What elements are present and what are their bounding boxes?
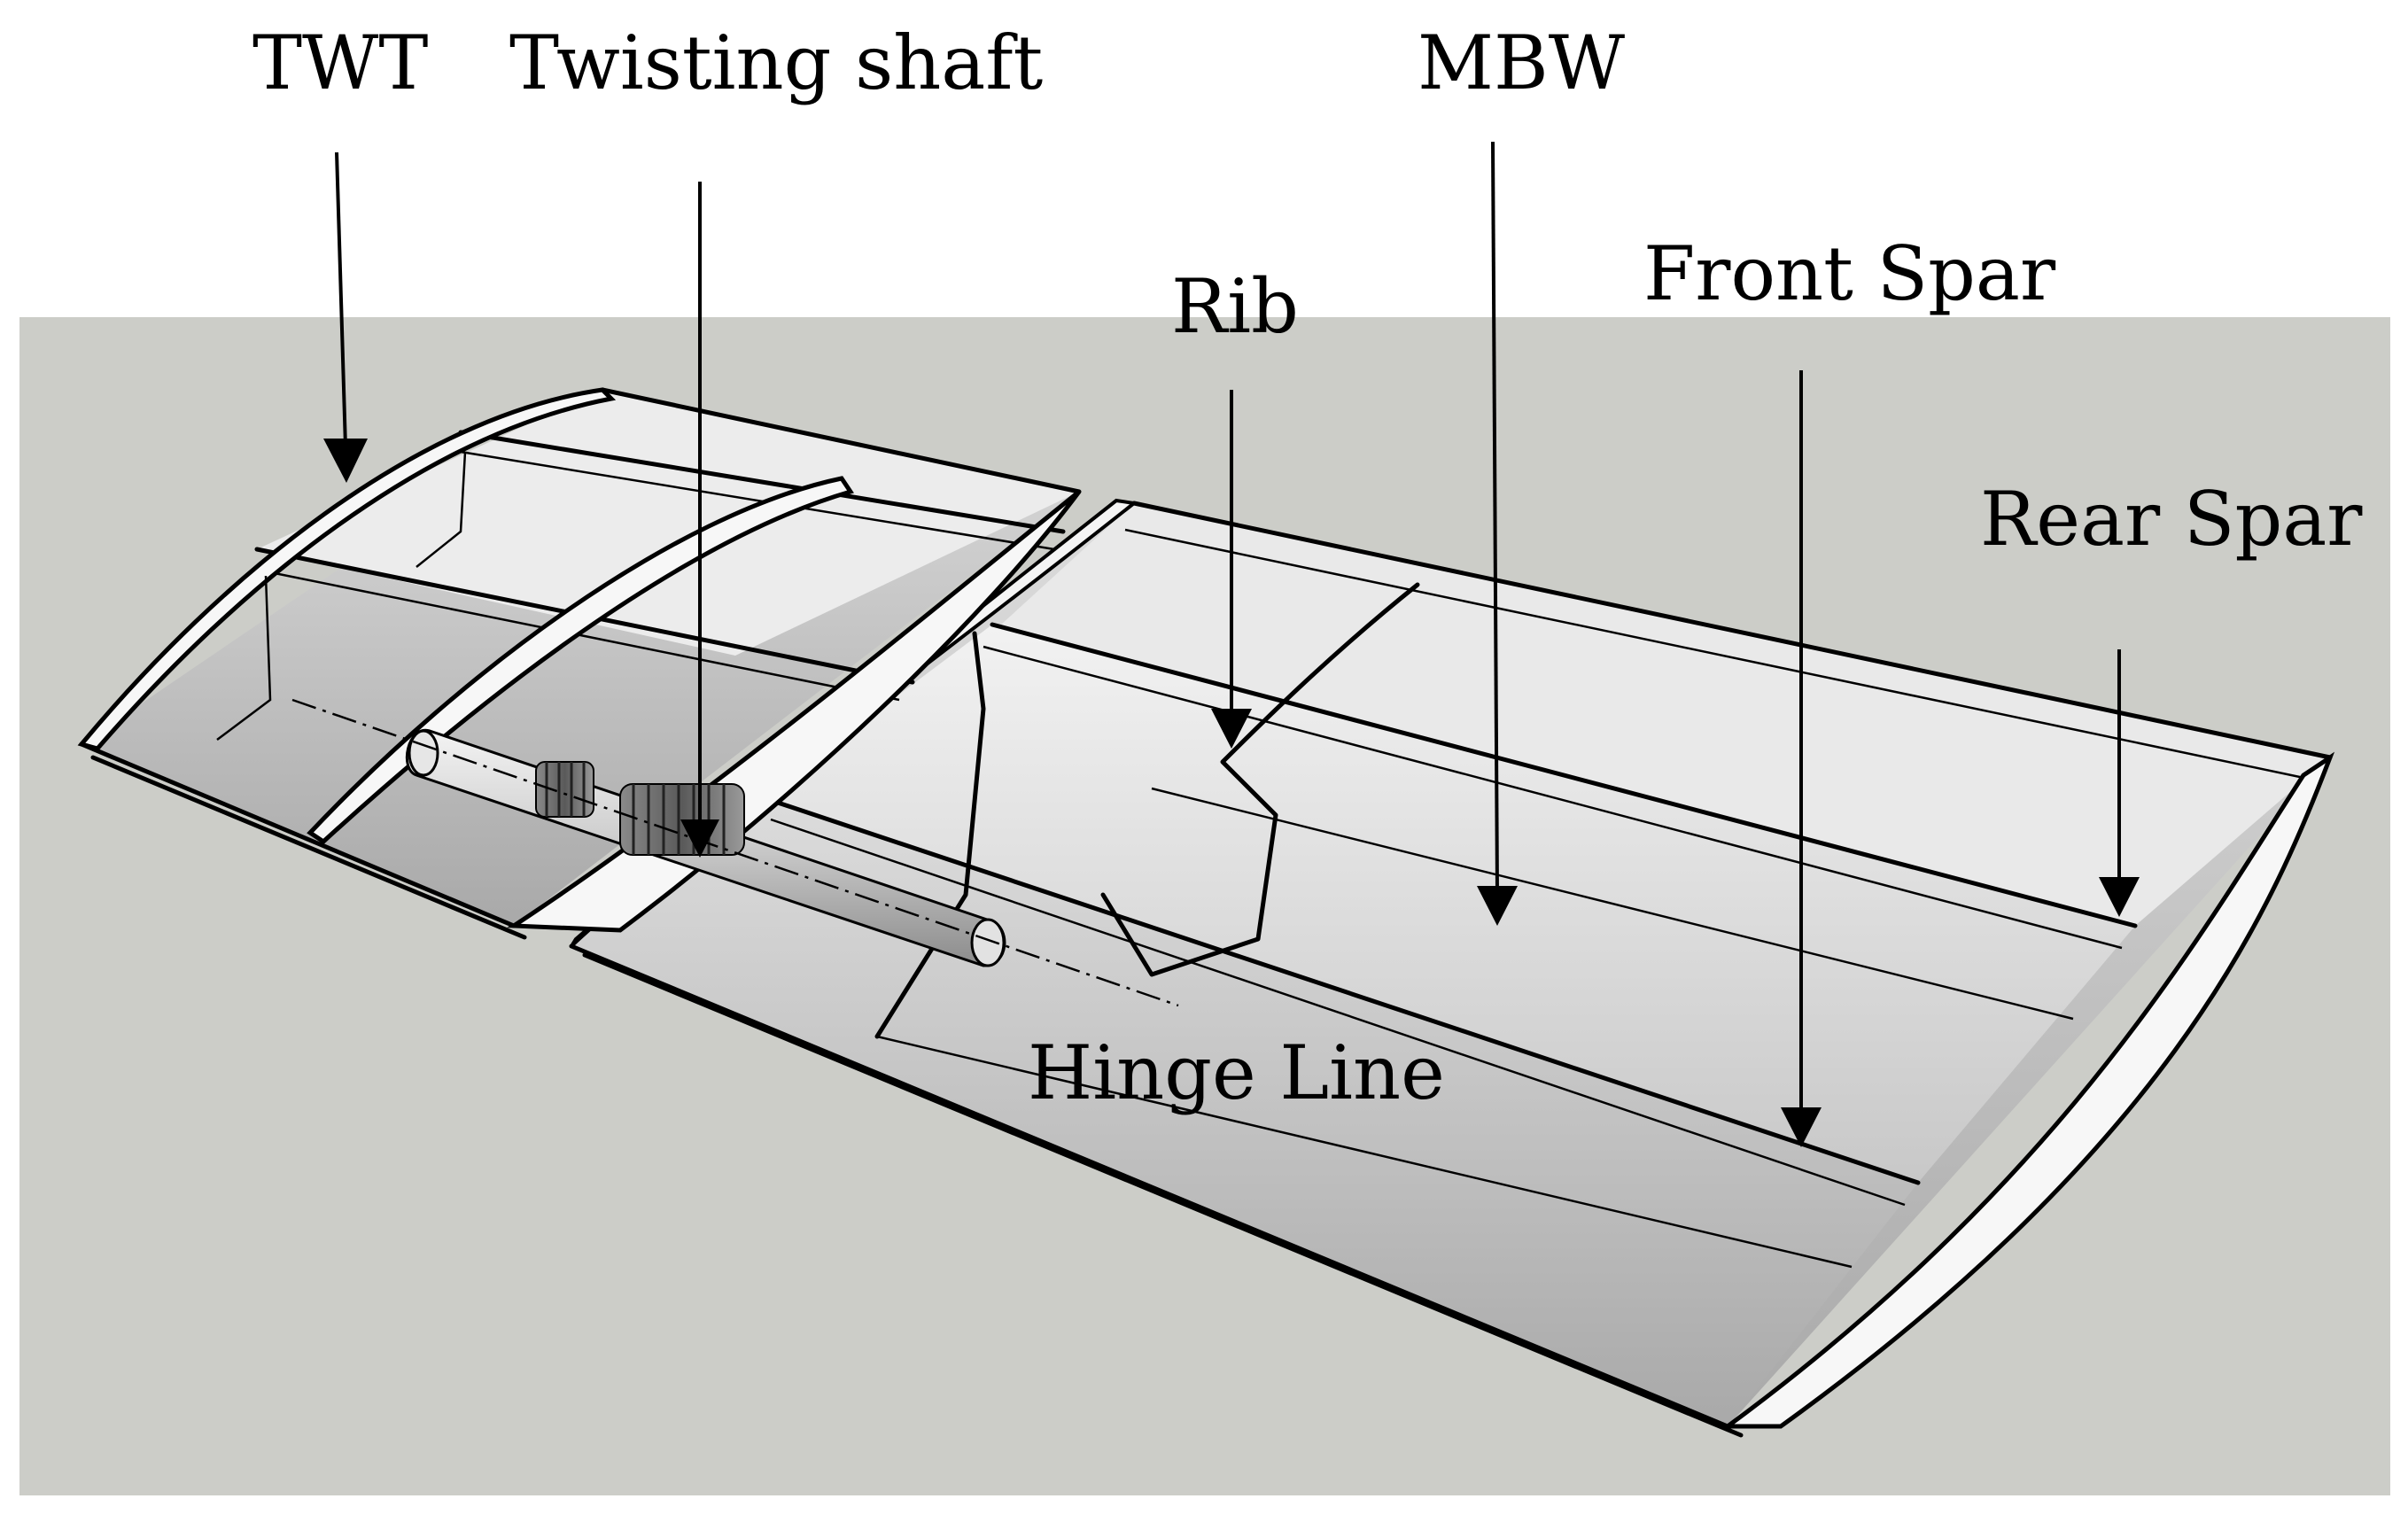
mbw-arrow-icon: [1477, 141, 1518, 926]
twt-arrow-icon: [323, 151, 368, 483]
twisting-shaft-label: Twisting shaft: [509, 19, 1043, 106]
twisting-shaft-arrow-icon: [680, 182, 719, 858]
hinge-axis-line: [291, 698, 1179, 1007]
mbw-body: [569, 498, 2335, 1438]
rib-arrow-icon: [1211, 390, 1252, 749]
mbw-label: MBW: [1418, 19, 1626, 106]
front-spar-arrow-icon: [1781, 370, 1822, 1147]
front-spar-label: Front Spar: [1643, 230, 2056, 317]
hinge-line-label: Hinge Line: [1028, 1029, 1445, 1116]
twt-label: TWT: [252, 19, 428, 106]
twt-body: [77, 387, 1082, 940]
thread-left-icon: [535, 761, 594, 818]
twisting-shaft: [291, 698, 1179, 1007]
rib-label: Rib: [1171, 263, 1299, 350]
rear-spar-arrow-icon: [2099, 649, 2140, 917]
rear-spar-label: Rear Spar: [1980, 476, 2363, 563]
